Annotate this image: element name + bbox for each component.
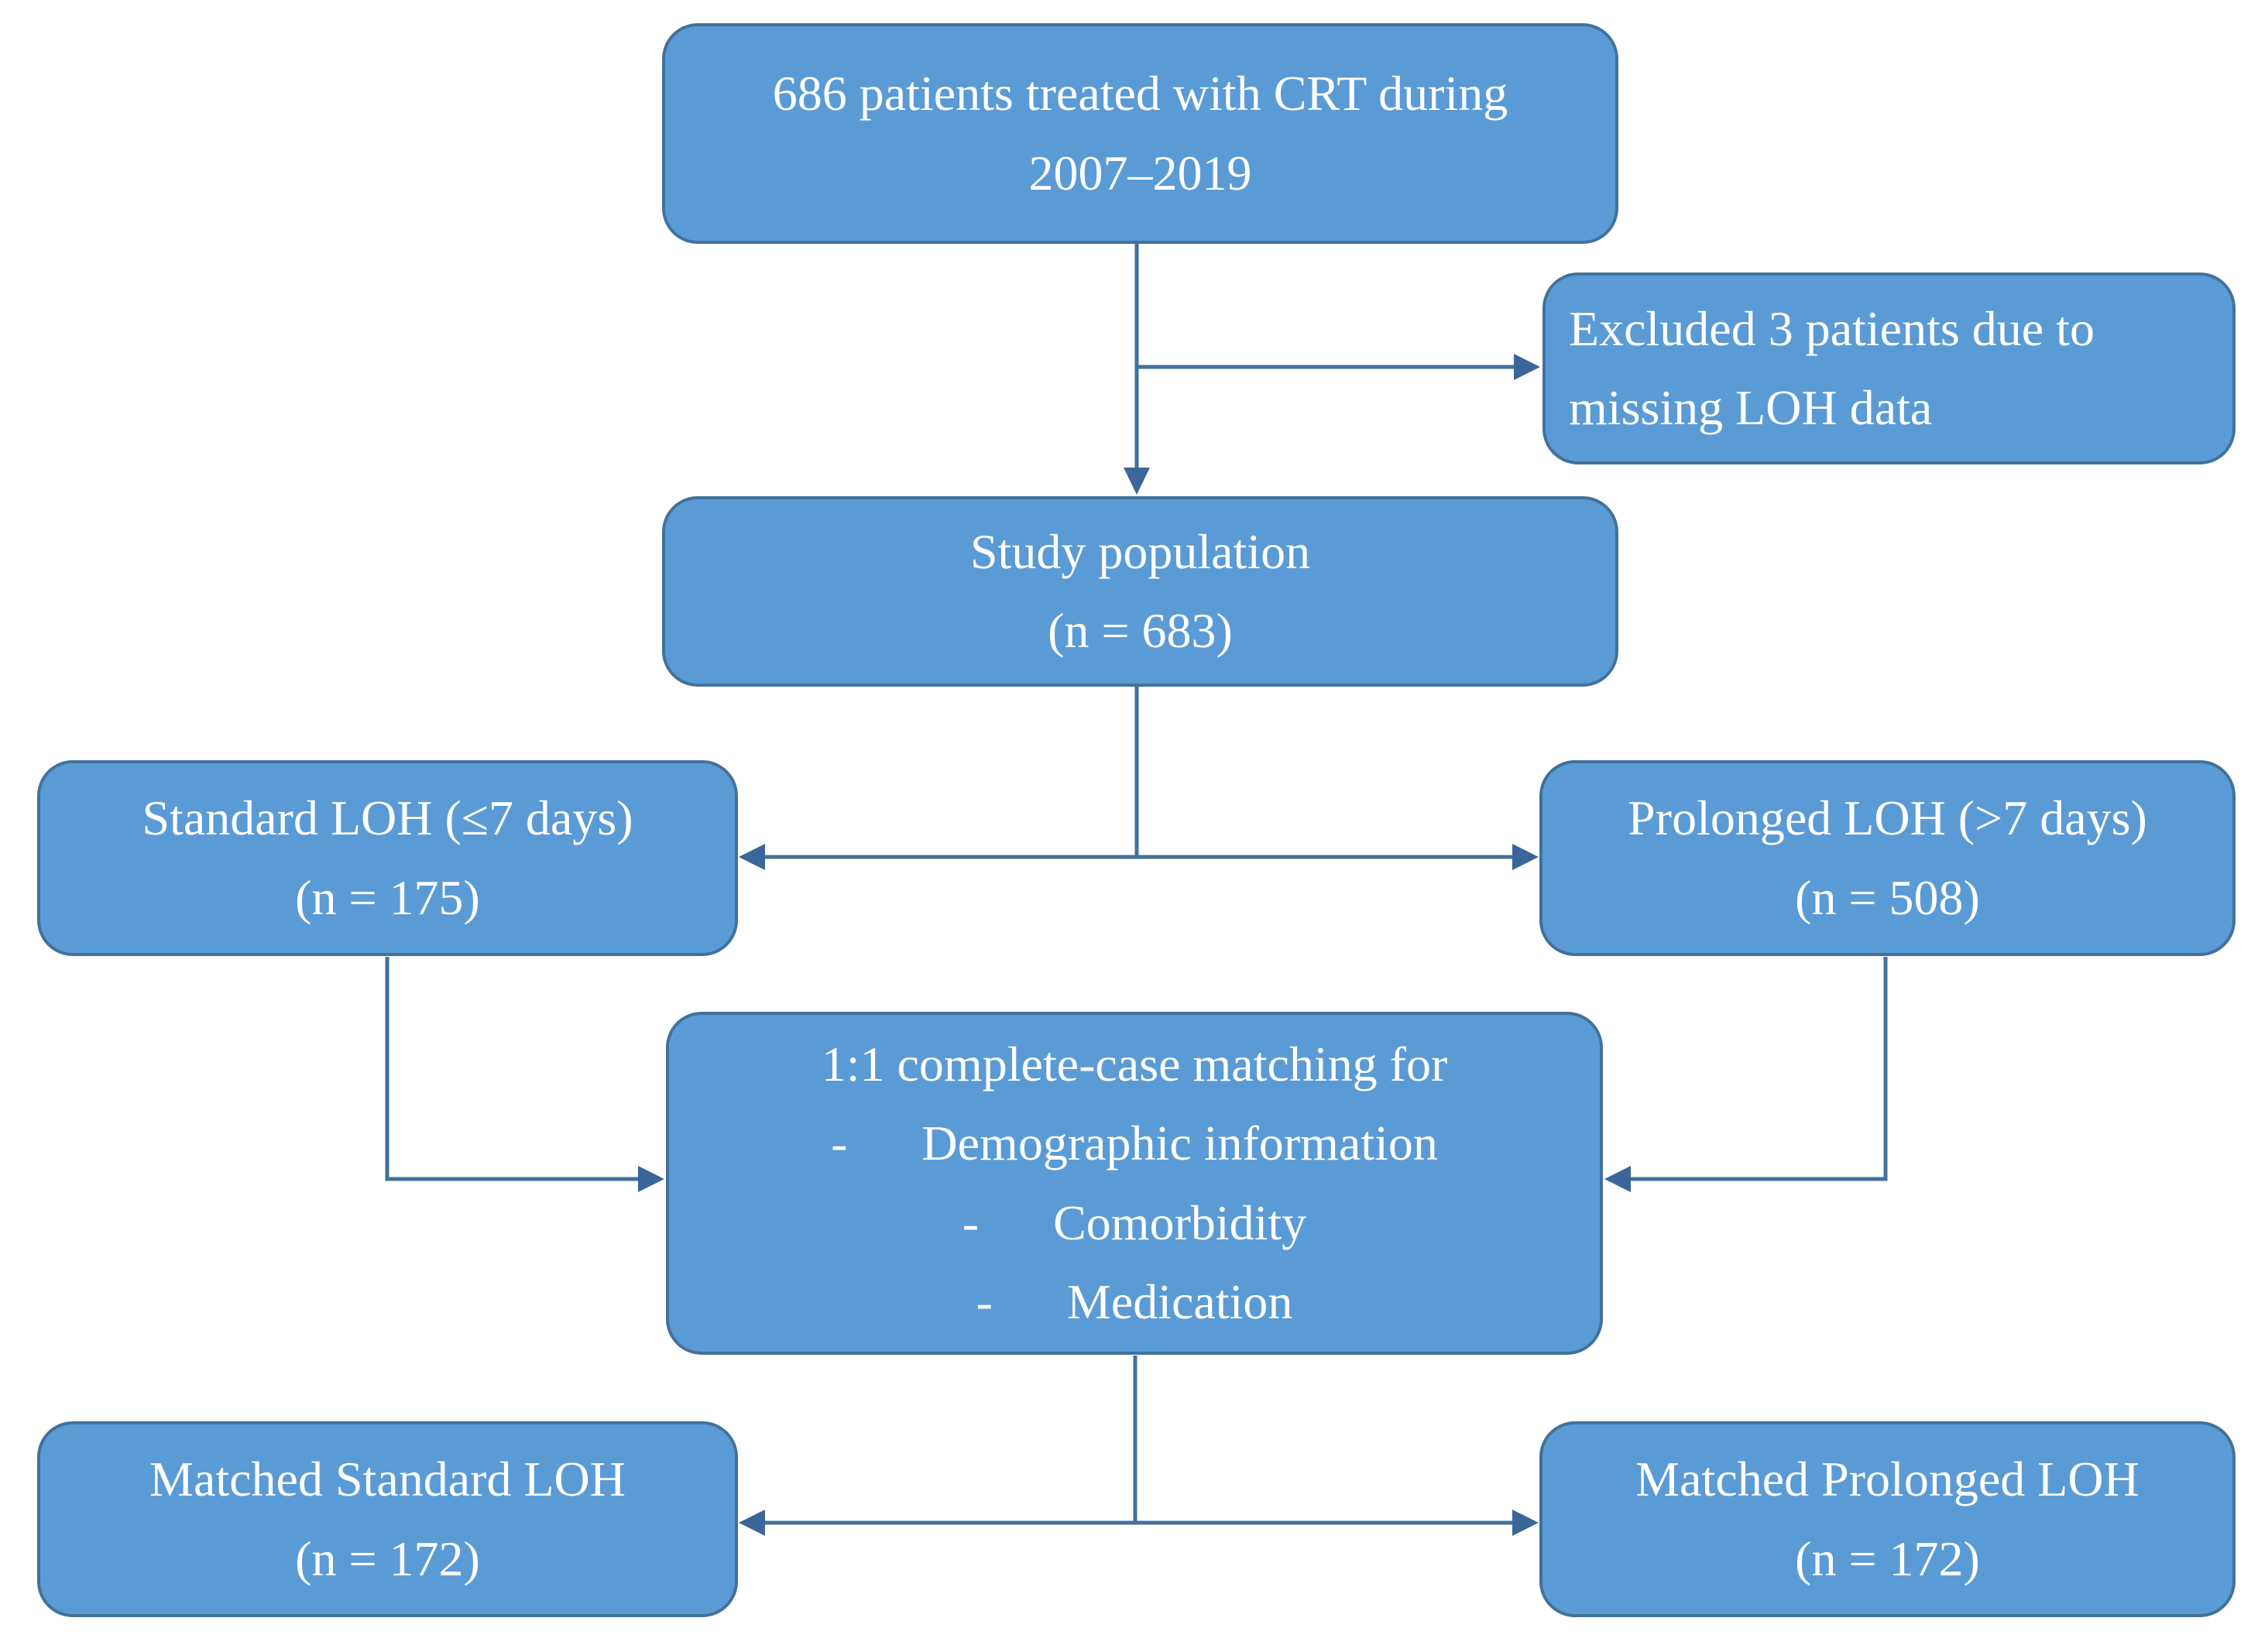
box-line: (n = 683)	[1048, 603, 1233, 658]
box-line: Matched Standard LOH	[149, 1451, 626, 1507]
box-line: (n = 172)	[295, 1530, 480, 1586]
box-line: (n = 175)	[295, 869, 480, 925]
box-matched-prolonged-loh: Matched Prolonged LOH (n = 172)	[1539, 1421, 2236, 1617]
box-line: Prolonged LOH (>7 days)	[1628, 790, 2147, 846]
arrow-into-standard-head	[739, 844, 765, 870]
box-matching-criteria: 1:1 complete-case matching for - Demogra…	[666, 1012, 1603, 1355]
box-excluded-patients: Excluded 3 patients due to missing LOH d…	[1542, 272, 2236, 464]
arrow-to-excluded-head	[1514, 354, 1540, 380]
box-line: - Comorbidity	[962, 1194, 1307, 1250]
box-line: 2007–2019	[1028, 145, 1252, 201]
box-line: Matched Prolonged LOH	[1635, 1451, 2139, 1507]
box-line: (n = 172)	[1795, 1530, 1980, 1586]
arrow-into-matched-prolonged-head	[1512, 1510, 1539, 1536]
box-line: Standard LOH (≤7 days)	[142, 790, 633, 846]
box-line: - Medication	[976, 1273, 1293, 1329]
box-prolonged-loh: Prolonged LOH (>7 days) (n = 508)	[1539, 760, 2236, 956]
box-line: missing LOH data	[1569, 380, 1933, 435]
box-line: Study population	[969, 523, 1311, 579]
connector-standard-to-matching	[385, 957, 640, 1181]
box-line: 1:1 complete-case matching for	[821, 1036, 1448, 1092]
arrow-top-to-study-head	[1124, 468, 1150, 495]
arrow-prolonged-to-matching-head	[1604, 1166, 1631, 1192]
box-line: 686 patients treated with CRT during	[772, 66, 1508, 122]
arrow-standard-to-matching-head	[638, 1166, 664, 1192]
connector-prolonged-to-matching	[1629, 957, 1888, 1181]
box-study-population: Study population (n = 683)	[662, 496, 1618, 687]
box-line: (n = 508)	[1795, 869, 1980, 925]
box-matched-standard-loh: Matched Standard LOH (n = 172)	[37, 1421, 738, 1617]
arrow-into-matched-standard-head	[739, 1510, 765, 1536]
box-standard-loh: Standard LOH (≤7 days) (n = 175)	[37, 760, 738, 956]
arrow-into-prolonged-head	[1512, 844, 1539, 870]
box-line: - Demographic information	[831, 1116, 1438, 1171]
box-line: Excluded 3 patients due to	[1569, 300, 2095, 356]
box-patients-treated: 686 patients treated with CRT during 200…	[662, 23, 1618, 244]
